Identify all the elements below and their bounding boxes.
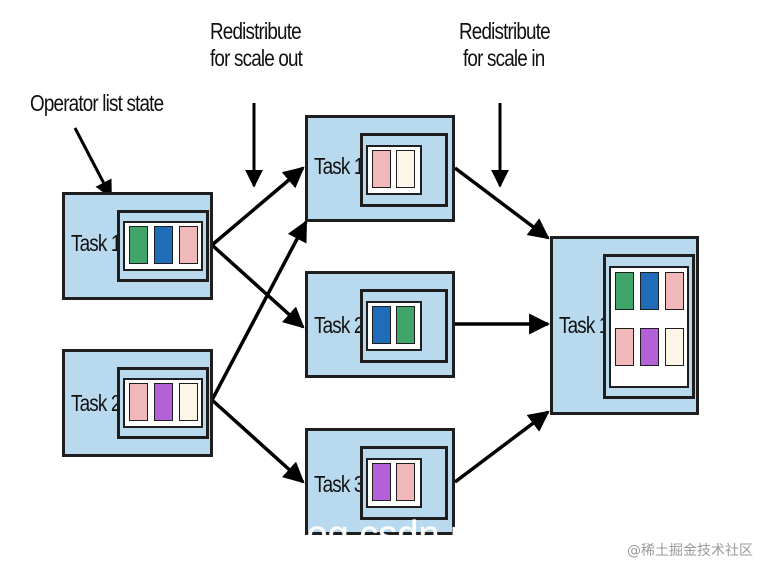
state-cell (640, 328, 659, 366)
scale-out-label-line1: Redistribute (210, 18, 302, 44)
scale-out-label-line2: for scale out (210, 45, 303, 71)
state-cell (372, 306, 391, 344)
middle-task-2-state-frame (360, 289, 448, 363)
watermark-site-text: @稀土掘金技术社区 (627, 543, 753, 559)
middle-task-2: Task 2 (305, 271, 455, 378)
left-task-1-state-list (123, 221, 203, 271)
scale-in-label-line2: for scale in (463, 45, 545, 71)
state-cell (129, 226, 148, 264)
state-cell (615, 272, 634, 310)
arrow-left1-to-mid2 (210, 243, 305, 329)
middle-task-1-state-list (366, 145, 422, 195)
state-cell (179, 383, 198, 421)
right-task-1-state-frame (603, 254, 695, 399)
arrow-left2-to-mid3 (210, 398, 305, 484)
scale-in-label-line1: Redistribute (459, 18, 551, 44)
middle-task-1-label: Task 1 (314, 153, 364, 179)
middle-task-3-label: Task 3 (314, 471, 364, 497)
arrow-mid3-to-right (453, 410, 550, 484)
middle-task-3-state-frame (360, 446, 448, 520)
middle-task-1-state-frame (360, 133, 448, 207)
pointer-operator-list-state (73, 127, 113, 199)
left-task-2-state-list (123, 378, 203, 428)
state-cell (129, 383, 148, 421)
state-cell (154, 226, 173, 264)
state-cell (154, 383, 173, 421)
state-cell (665, 328, 684, 366)
state-cell (179, 226, 198, 264)
right-task-1-label: Task 1 (559, 312, 609, 338)
state-cell (372, 150, 391, 188)
middle-task-2-state-list (366, 301, 422, 351)
state-cell (396, 306, 415, 344)
left-task-1-state-frame (117, 210, 209, 282)
left-task-2-state-frame (117, 367, 209, 439)
right-task-1: Task 1 (550, 236, 699, 415)
middle-task-2-label: Task 2 (314, 312, 364, 338)
state-cell (396, 150, 415, 188)
arrow-left1-to-mid1 (210, 166, 305, 247)
left-task-1-label: Task 1 (71, 230, 121, 256)
watermark-overlay-text: log.csdn.n (298, 514, 472, 556)
right-task-1-state-list (609, 266, 689, 388)
left-task-2: Task 2 (62, 349, 213, 457)
middle-task-1: Task 1 (305, 115, 455, 222)
state-cell (615, 328, 634, 366)
middle-task-3: Task 3 (305, 428, 455, 535)
state-cell (640, 272, 659, 310)
left-task-2-label: Task 2 (71, 390, 121, 416)
state-cell (372, 463, 391, 501)
middle-task-3-state-list (366, 458, 422, 508)
operator-list-state-label: Operator list state (30, 90, 164, 116)
state-cell (665, 272, 684, 310)
scale-out-label: Redistribute for scale out (210, 18, 322, 72)
scale-in-label: Redistribute for scale in (459, 18, 570, 72)
arrow-left2-to-mid1 (210, 220, 308, 401)
left-task-1: Task 1 (62, 192, 213, 300)
arrow-mid1-to-right (453, 166, 550, 240)
state-cell (396, 463, 415, 501)
